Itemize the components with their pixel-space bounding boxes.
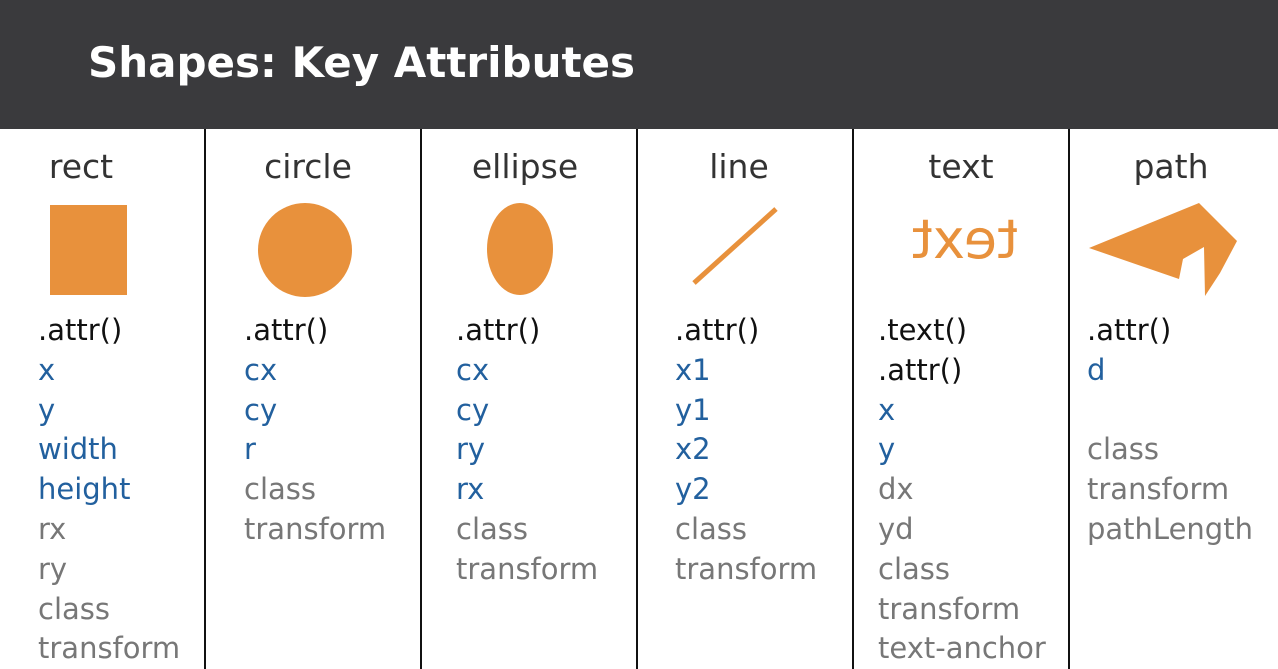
shape-name: path xyxy=(1133,147,1209,186)
attribute-item: x xyxy=(878,392,896,427)
attribute-item: transform xyxy=(244,511,387,546)
attribute-item: .attr() xyxy=(1087,313,1172,347)
attribute-item: cy xyxy=(456,392,490,427)
attribute-item: .attr() xyxy=(878,352,963,387)
column-line: line .attr() x1 y1 x2 y2 class transform xyxy=(638,129,852,669)
attribute-item: x1 xyxy=(675,352,711,387)
header-bar: Shapes: Key Attributes xyxy=(0,0,1278,129)
attribute-item: y xyxy=(38,392,56,427)
attribute-item: width xyxy=(38,432,118,467)
column-ellipse: ellipse .attr() cx cy ry rx class transform xyxy=(422,129,636,669)
shape-name: text xyxy=(928,147,994,186)
attribute-item: x2 xyxy=(675,432,711,467)
attribute-item: class xyxy=(244,472,316,507)
attribute-list: .attr() cx cy ry rx class transform xyxy=(456,311,598,590)
page-title: Shapes: Key Attributes xyxy=(88,38,636,87)
attribute-item: height xyxy=(38,472,131,507)
attribute-item: pathLength xyxy=(1087,511,1253,546)
attribute-item: transform xyxy=(456,551,599,586)
attribute-item: y xyxy=(878,432,896,467)
attribute-item: y1 xyxy=(675,392,711,427)
rect-shape-icon xyxy=(50,205,127,295)
column-divider xyxy=(1068,129,1070,669)
attribute-item: class xyxy=(675,511,747,546)
attribute-item: .attr() xyxy=(244,313,329,347)
column-divider xyxy=(636,129,638,669)
column-divider xyxy=(852,129,854,669)
attribute-item: y2 xyxy=(675,472,711,507)
attribute-item: rx xyxy=(456,472,485,507)
attribute-item: class xyxy=(1087,432,1159,467)
column-path: path .attr() d class transform pathLength xyxy=(1070,129,1278,669)
column-divider xyxy=(204,129,206,669)
text-shape-label: text xyxy=(912,208,1019,271)
attribute-item: transform xyxy=(1087,472,1230,507)
path-shape-icon xyxy=(1089,203,1237,296)
attribute-item: ry xyxy=(38,551,68,586)
column-circle: circle .attr() cx cy r class transform xyxy=(206,129,420,669)
attribute-list: .attr() d class transform pathLength xyxy=(1087,311,1253,550)
attribute-item: ry xyxy=(456,432,486,467)
attribute-item: x xyxy=(38,352,56,387)
attribute-item: .attr() xyxy=(38,313,123,347)
line-shape-icon xyxy=(692,207,778,285)
attribute-item: class xyxy=(38,591,110,626)
attribute-item: rx xyxy=(38,511,67,546)
attribute-item: transform xyxy=(675,551,818,586)
attribute-list: .attr() cx cy r class transform xyxy=(244,311,386,550)
attribute-item: transform xyxy=(878,591,1021,626)
attribute-item: transform xyxy=(38,631,181,666)
circle-shape-icon xyxy=(258,203,352,297)
text-shape-icon: text xyxy=(912,208,1019,271)
attribute-item: cx xyxy=(244,352,278,387)
attribute-item xyxy=(1087,391,1253,431)
attribute-item: dx xyxy=(878,472,914,507)
shape-name: ellipse xyxy=(471,147,579,186)
shape-name: line xyxy=(709,147,769,186)
attribute-list: .attr() x1 y1 x2 y2 class transform xyxy=(675,311,817,590)
attribute-item: class xyxy=(456,511,528,546)
attribute-item: .text() xyxy=(878,313,968,347)
attribute-item: r xyxy=(244,432,256,467)
attribute-item: .attr() xyxy=(675,313,760,347)
shape-name: rect xyxy=(48,147,114,186)
column-divider xyxy=(420,129,422,669)
attribute-item: d xyxy=(1087,352,1106,387)
attribute-item: yd xyxy=(878,511,914,546)
attribute-item: cy xyxy=(244,392,278,427)
shape-name: circle xyxy=(264,147,352,186)
attribute-item: .attr() xyxy=(456,313,541,347)
attribute-item: text-anchor xyxy=(878,631,1046,666)
attribute-item: cx xyxy=(456,352,490,387)
attribute-item: class xyxy=(878,551,950,586)
ellipse-shape-icon xyxy=(487,203,553,295)
